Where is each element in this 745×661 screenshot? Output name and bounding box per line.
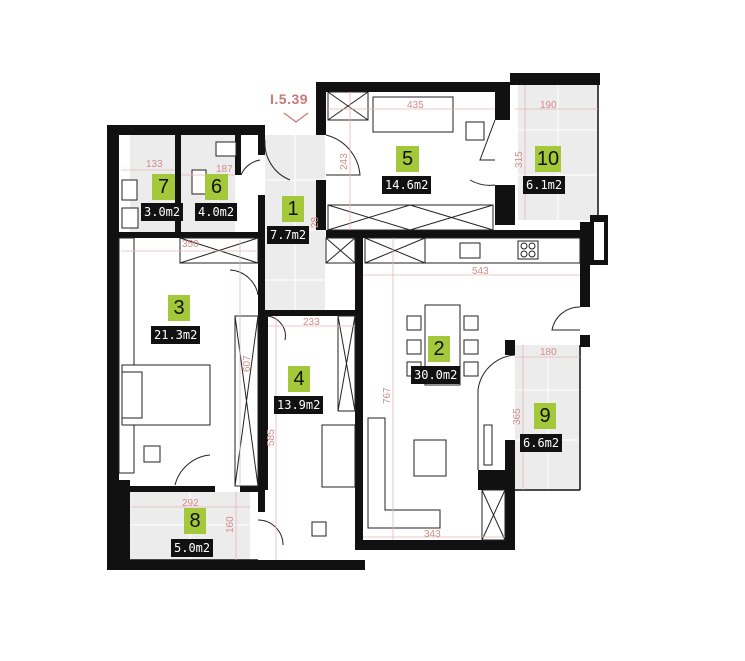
dimension-label: 292	[182, 498, 199, 509]
dimension-label: 243	[339, 153, 350, 170]
dimension-label: 315	[514, 151, 525, 168]
walls	[107, 73, 608, 570]
dimension-label: 767	[382, 387, 393, 404]
dimension-label: 233	[303, 317, 320, 328]
room-7-area: 3.0m2	[141, 203, 184, 221]
dimension-label: 543	[472, 266, 489, 277]
window-lines	[130, 85, 599, 561]
room-4-area: 13.9m2	[274, 396, 324, 414]
room-1-area: 7.7m2	[267, 226, 310, 244]
room-2-number: 2	[428, 336, 450, 362]
dimension-label: 133	[146, 159, 163, 170]
dimension-lines	[121, 85, 598, 560]
dimension-label: 343	[424, 529, 441, 540]
dimension-label: 585	[266, 429, 277, 446]
room-5-area: 14.6m2	[382, 176, 432, 194]
room-2-area: 30.0m2	[411, 366, 461, 384]
room-3-number: 3	[168, 295, 190, 321]
doors	[174, 119, 581, 546]
dimension-label: 187	[216, 164, 233, 175]
room-10-area: 6.1m2	[523, 176, 566, 194]
room-10-number: 10	[535, 146, 561, 172]
room-8-area: 5.0m2	[171, 539, 214, 557]
room-1-number: 1	[282, 196, 304, 222]
dimension-label: 160	[225, 516, 236, 533]
dimension-label: 435	[407, 100, 424, 111]
room-5-number: 5	[396, 146, 419, 172]
dimension-label: 190	[540, 100, 557, 111]
room-9-number: 9	[534, 403, 556, 429]
window-openings	[594, 222, 604, 260]
dimension-label: 180	[540, 347, 557, 358]
dimension-label: 28	[310, 216, 321, 228]
dimension-label: 607	[242, 355, 253, 372]
level-marker: I.5.39	[270, 91, 309, 107]
dimension-label: 350	[182, 239, 199, 250]
wardrobes	[118, 91, 506, 541]
room-3-area: 21.3m2	[151, 326, 201, 344]
room-4-number: 4	[288, 366, 310, 392]
room-9-area: 6.6m2	[520, 434, 563, 452]
room-7-number: 7	[152, 174, 175, 200]
room-6-number: 6	[205, 174, 228, 200]
dimension-label: 365	[512, 408, 523, 425]
room-6-area: 4.0m2	[195, 203, 238, 221]
room-8-number: 8	[184, 508, 206, 534]
furniture	[121, 96, 581, 537]
entrance-chevron-icon	[283, 112, 309, 123]
